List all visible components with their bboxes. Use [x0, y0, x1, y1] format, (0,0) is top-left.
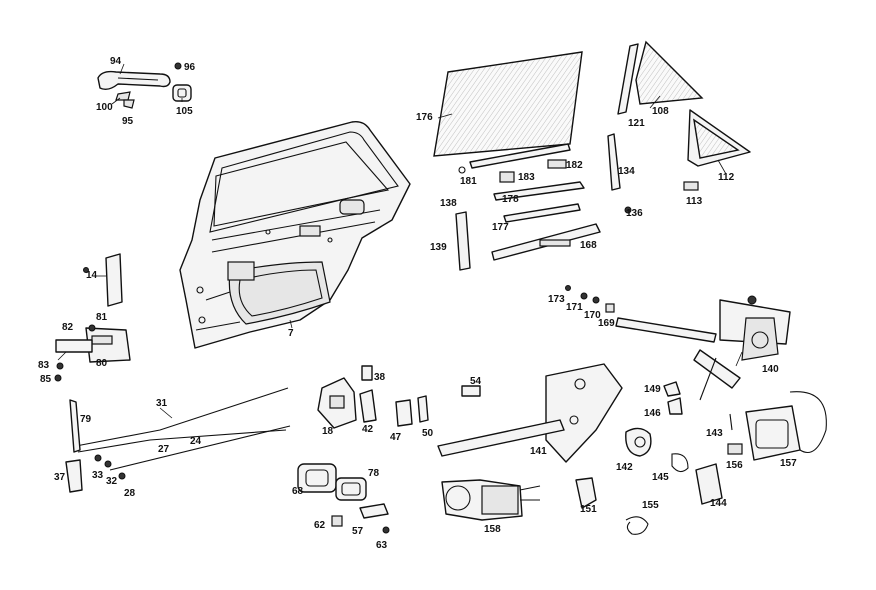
label-177: 177 — [492, 222, 509, 233]
label-112: 112 — [718, 172, 735, 183]
label-14: 14 — [86, 270, 98, 281]
window-glass-group — [433, 40, 751, 167]
label-108: 108 — [652, 106, 669, 117]
label-158: 158 — [484, 524, 501, 535]
label-50: 50 — [422, 428, 434, 439]
label-62: 62 — [314, 520, 326, 531]
label-38: 38 — [374, 372, 386, 383]
label-81: 81 — [96, 312, 108, 323]
label-134: 134 — [618, 166, 635, 177]
label-144: 144 — [710, 498, 727, 509]
label-85: 85 — [40, 374, 52, 385]
label-178: 178 — [502, 194, 519, 205]
label-79: 79 — [80, 414, 92, 425]
label-24: 24 — [190, 436, 202, 447]
label-149: 149 — [644, 384, 661, 395]
label-7: 7 — [288, 328, 294, 339]
label-168: 168 — [580, 240, 597, 251]
outer-handle-group — [97, 62, 192, 109]
label-33: 33 — [92, 470, 104, 481]
motor-group — [441, 381, 827, 535]
label-138: 138 — [440, 198, 457, 209]
label-100: 100 — [96, 102, 113, 113]
label-80: 80 — [96, 358, 108, 369]
label-32: 32 — [106, 476, 118, 487]
label-176: 176 — [416, 112, 433, 123]
inner-handle-group — [297, 463, 390, 534]
label-121: 121 — [628, 118, 645, 129]
window-regulator-group — [437, 285, 791, 463]
label-181: 181 — [460, 176, 477, 187]
leader-lines — [57, 63, 743, 419]
label-183: 183 — [518, 172, 535, 183]
label-94: 94 — [110, 56, 122, 67]
label-136: 136 — [626, 208, 643, 219]
label-54: 54 — [470, 376, 482, 387]
window-rails-group — [455, 133, 699, 271]
label-37: 37 — [54, 472, 66, 483]
label-143: 143 — [706, 428, 723, 439]
label-171: 171 — [566, 302, 583, 313]
label-182: 182 — [566, 160, 583, 171]
lock-assembly-group — [317, 365, 481, 429]
label-105: 105 — [176, 106, 193, 117]
label-83: 83 — [38, 360, 50, 371]
door-shell-part — [179, 120, 411, 349]
label-28: 28 — [124, 488, 136, 499]
label-170: 170 — [584, 310, 601, 321]
label-78: 78 — [368, 468, 380, 479]
label-82: 82 — [62, 322, 74, 333]
part-labels: 7 14 18 24 27 28 31 32 33 37 38 42 47 50… — [38, 56, 797, 551]
label-113: 113 — [686, 196, 703, 207]
label-141: 141 — [530, 446, 547, 457]
label-57: 57 — [352, 526, 364, 537]
label-155: 155 — [642, 500, 659, 511]
label-173: 173 — [548, 294, 565, 305]
label-96: 96 — [184, 62, 196, 73]
label-95: 95 — [122, 116, 134, 127]
label-27: 27 — [158, 444, 170, 455]
label-140: 140 — [762, 364, 779, 375]
hinge-group — [54, 253, 131, 382]
label-139: 139 — [430, 242, 447, 253]
label-42: 42 — [362, 424, 374, 435]
label-146: 146 — [644, 408, 661, 419]
lock-rods-group — [65, 387, 291, 493]
label-151: 151 — [580, 504, 597, 515]
label-157: 157 — [780, 458, 797, 469]
label-68: 68 — [292, 486, 304, 497]
label-18: 18 — [322, 426, 334, 437]
label-63: 63 — [376, 540, 388, 551]
label-47: 47 — [390, 432, 402, 443]
label-145: 145 — [652, 472, 669, 483]
label-142: 142 — [616, 462, 633, 473]
label-169: 169 — [598, 318, 615, 329]
label-156: 156 — [726, 460, 743, 471]
label-31: 31 — [156, 398, 168, 409]
